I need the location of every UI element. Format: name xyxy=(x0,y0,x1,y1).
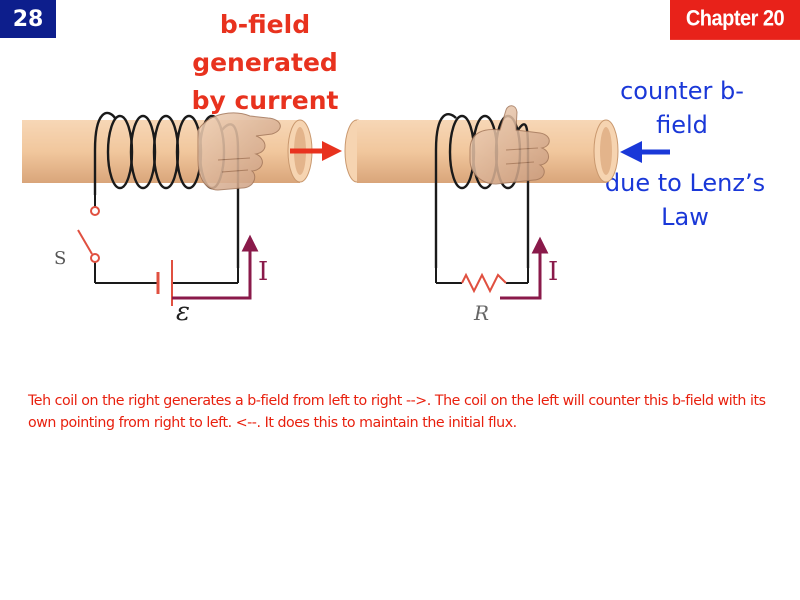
left-circuit xyxy=(94,195,239,284)
right-current-arrow xyxy=(500,236,549,300)
counter-field-label: counter b-field xyxy=(620,77,744,139)
red-right-arrow-icon xyxy=(290,141,342,161)
left-current-arrow xyxy=(172,234,259,300)
lenz-law-label: due to Lenz’s Law xyxy=(604,169,766,231)
resistor-icon xyxy=(461,272,507,294)
left-title: b-field generated by current xyxy=(191,10,339,115)
blue-left-arrow-icon xyxy=(620,141,670,163)
right-hand-icon xyxy=(197,112,281,191)
switch-label: S xyxy=(54,248,66,269)
caption: Teh coil on the right generates a b-fiel… xyxy=(28,393,766,431)
left-current-label: I xyxy=(258,257,268,287)
slide-number: 28 xyxy=(0,0,56,38)
emf-label: ε xyxy=(176,297,190,327)
resistor-label: R xyxy=(473,301,489,325)
battery-icon xyxy=(156,260,173,306)
induction-diagram: S ε I R I xyxy=(22,105,670,327)
right-circuit xyxy=(435,268,529,284)
right-current-label: I xyxy=(548,257,558,287)
chapter-badge: Chapter 20 xyxy=(670,0,800,40)
switch-icon xyxy=(77,206,100,263)
thumbs-up-hand-icon xyxy=(469,105,550,185)
